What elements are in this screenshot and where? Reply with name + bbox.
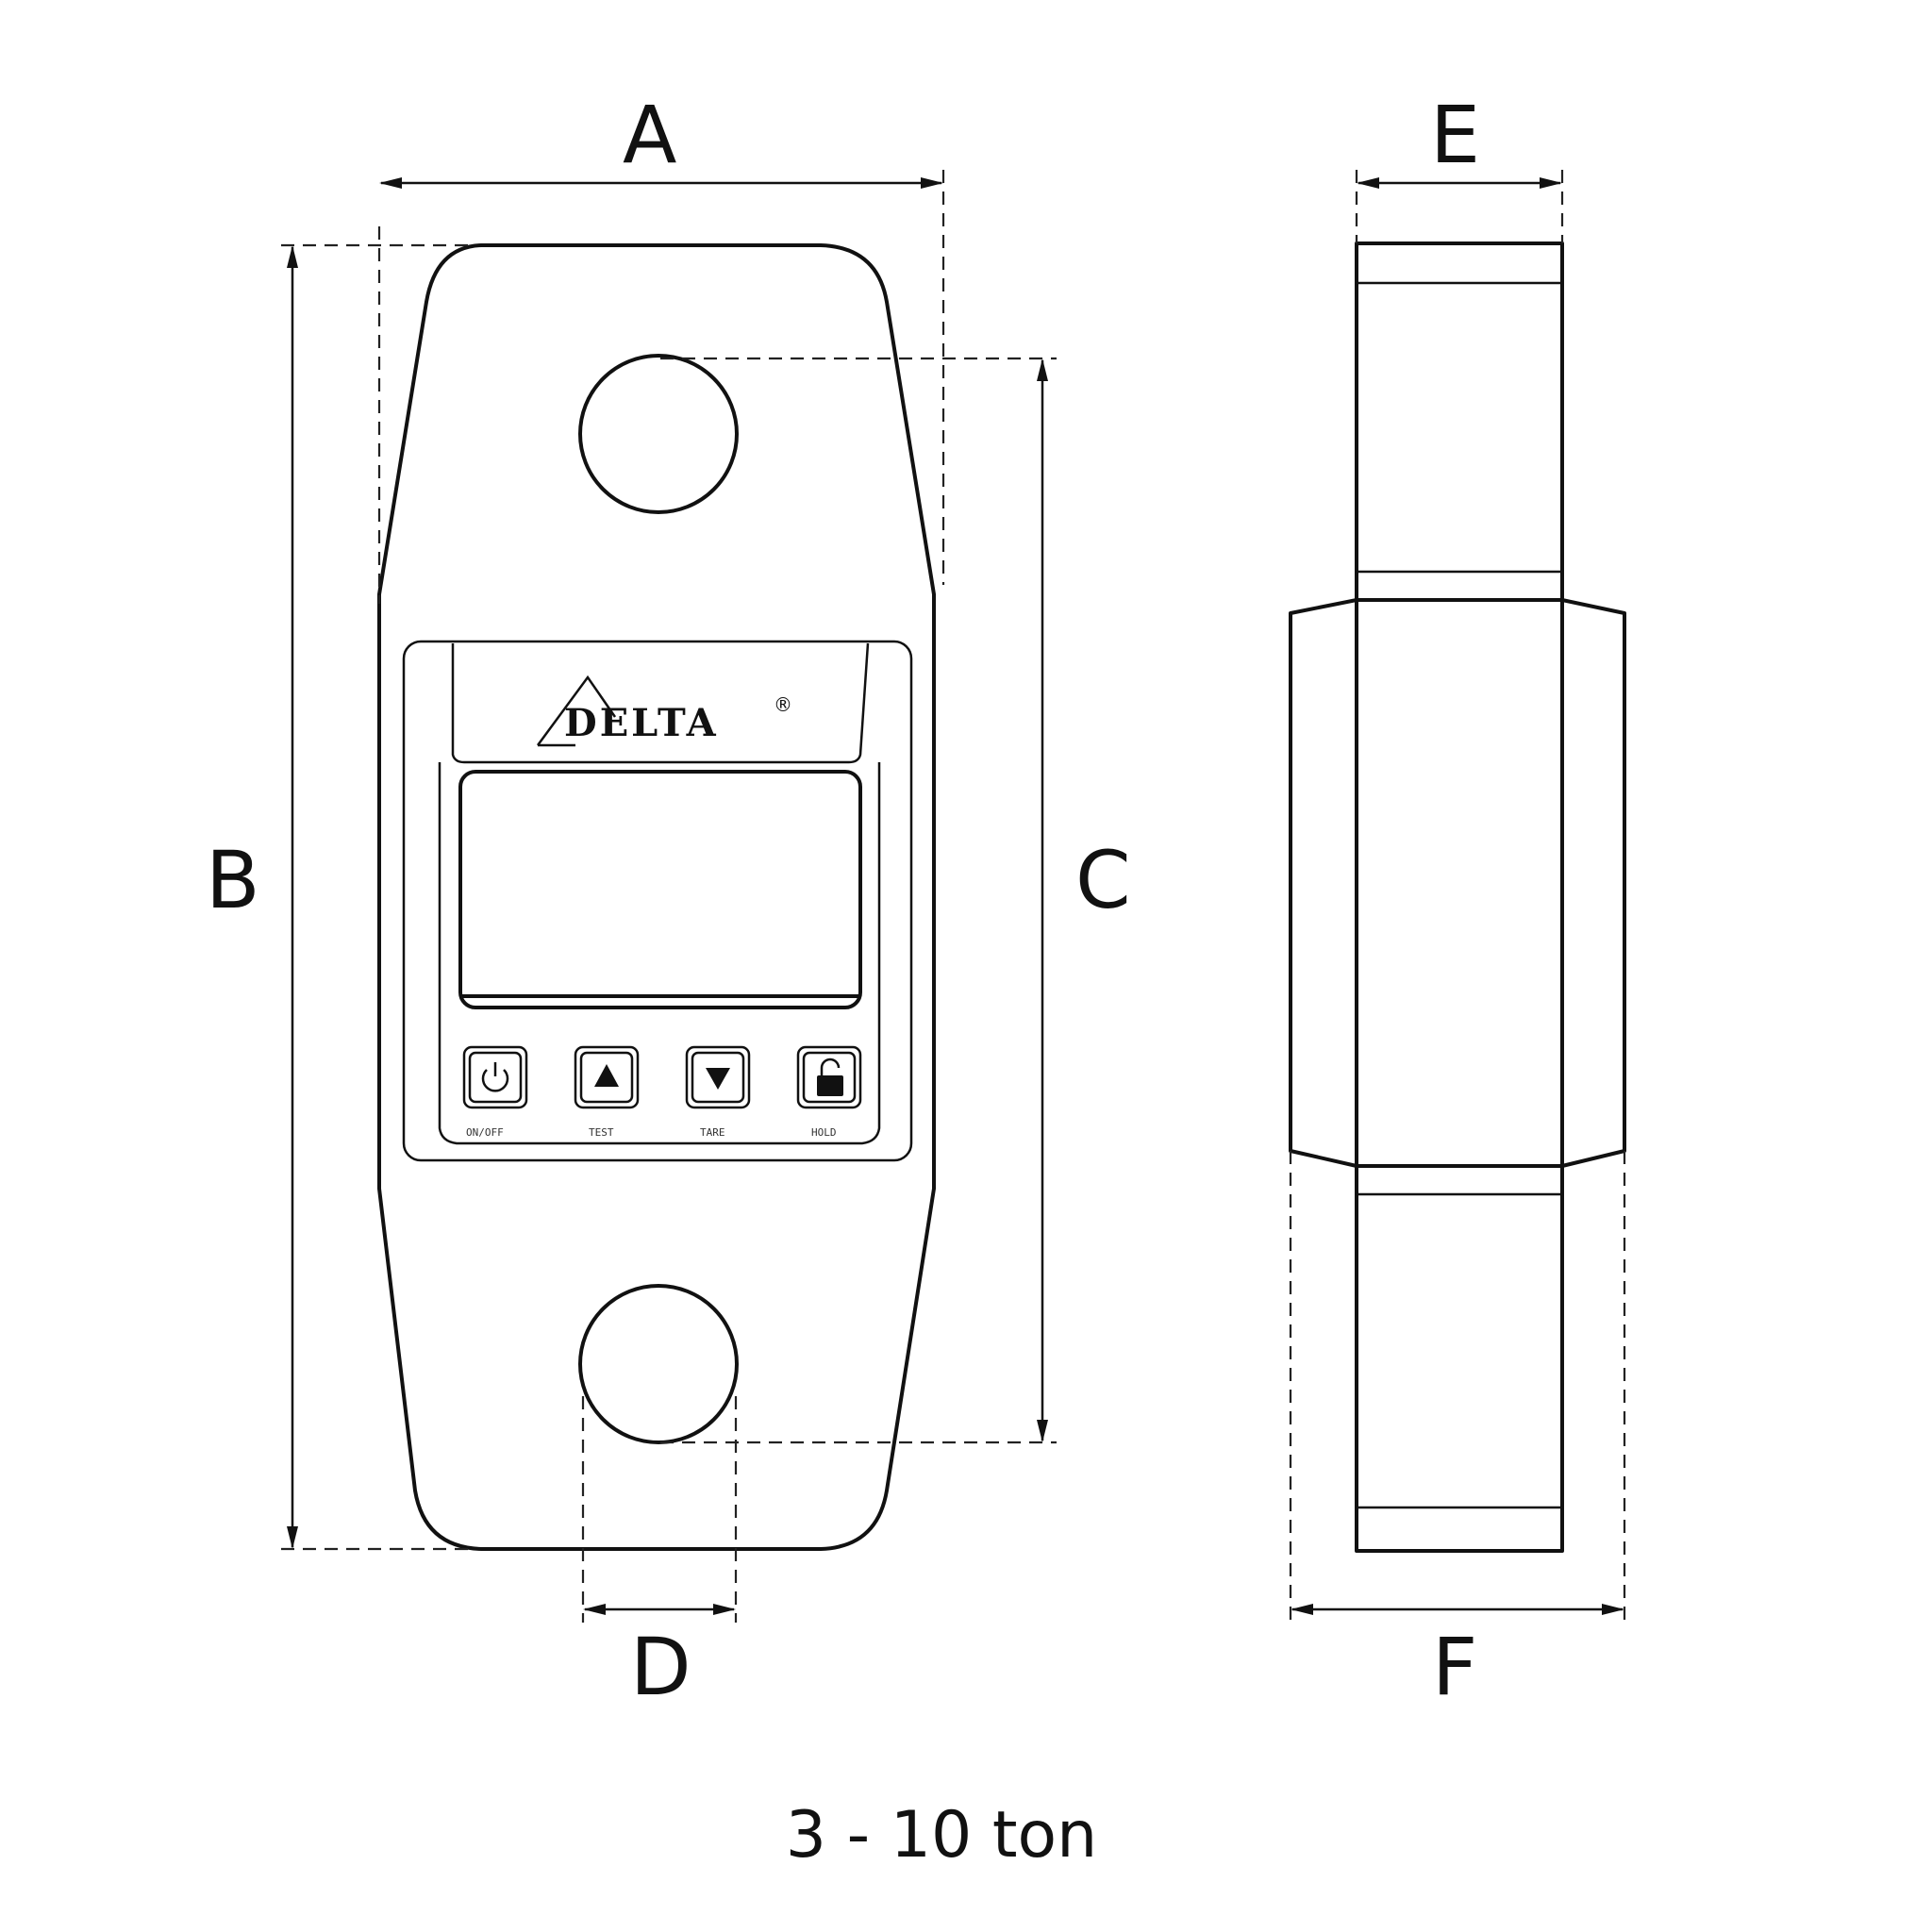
hold-button[interactable]: HOLD: [796, 1045, 862, 1139]
display-panel-inner: [451, 642, 870, 764]
dimension-f-label: F: [1432, 1621, 1477, 1713]
capacity-caption: 3 - 10 ton: [786, 1798, 1098, 1873]
power-button[interactable]: ON/OFF: [462, 1045, 528, 1139]
up-button[interactable]: TEST: [574, 1045, 640, 1139]
dimension-b-label: B: [206, 834, 260, 926]
down-button[interactable]: TARE: [685, 1045, 751, 1139]
side-plate: [1355, 242, 1564, 1553]
front-view: DELTA ® ON/OFF TEST TARE: [206, 89, 1131, 1713]
hold-button-label: HOLD: [811, 1126, 837, 1139]
down-button-label: TARE: [700, 1126, 725, 1139]
power-button-label: ON/OFF: [466, 1126, 504, 1139]
display-panel: [402, 640, 913, 1162]
bottom-shackle-hole: [578, 1284, 739, 1444]
dimension-c-label: C: [1075, 834, 1131, 926]
power-icon: [481, 1069, 509, 1092]
front-body-outline: [377, 243, 936, 1551]
dimension-e-label: E: [1430, 89, 1480, 181]
dimension-a-label: A: [623, 89, 676, 181]
dimension-d-label: D: [630, 1621, 691, 1713]
up-button-label: TEST: [589, 1126, 614, 1139]
display-panel-inner-frame: [438, 762, 881, 1145]
lcd-screen: [458, 770, 862, 1009]
brand-name: DELTA: [564, 701, 719, 745]
registered-mark: ®: [774, 693, 792, 716]
down-triangle-icon: [706, 1068, 730, 1090]
side-housing: [1289, 598, 1626, 1168]
up-triangle-icon: [594, 1064, 619, 1087]
side-view: E F: [1289, 89, 1626, 1713]
delta-logo-triangle: [536, 675, 617, 746]
lock-icon: [817, 1058, 843, 1096]
top-shackle-hole: [578, 354, 739, 514]
